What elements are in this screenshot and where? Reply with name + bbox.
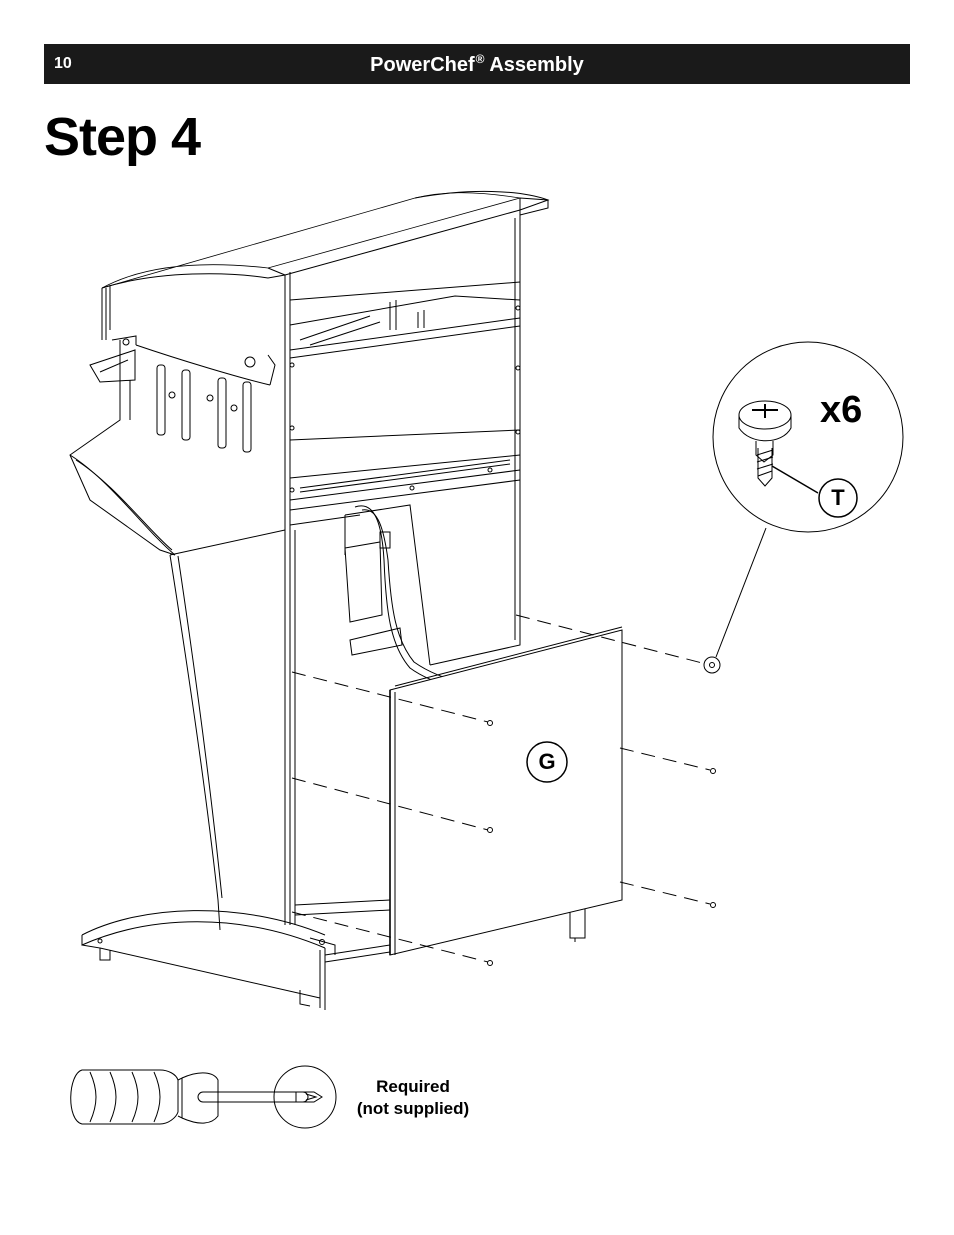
header-title-text: PowerChef [370, 54, 475, 76]
screw-alignment-lines [291, 614, 711, 963]
panel-g-callout [526, 741, 568, 783]
side-shelf [69, 335, 276, 556]
header-title: PowerChef® Assembly [44, 52, 910, 77]
panel-g [389, 620, 623, 956]
part-label-t: T [831, 485, 845, 510]
cart-frame [81, 504, 586, 1010]
trademark-symbol: ® [475, 52, 485, 66]
screw-icon [738, 400, 792, 487]
screwdriver-icon [70, 1065, 337, 1129]
page-number: 10 [54, 55, 72, 72]
tool-required-line1: Required [376, 1077, 450, 1096]
tool-required-note: Required (not supplied) [340, 1076, 486, 1120]
header-title-suffix: Assembly [489, 54, 584, 76]
screw-markers [487, 656, 721, 966]
grill-head [101, 190, 550, 530]
header-bar: 10 PowerChef® Assembly [44, 44, 910, 84]
quantity-label: x6 [820, 389, 863, 431]
tool-required-line2: (not supplied) [356, 1099, 470, 1118]
screw-callout [712, 341, 904, 658]
part-label-g: G [538, 749, 556, 774]
step-title: Step 4 [44, 107, 201, 167]
